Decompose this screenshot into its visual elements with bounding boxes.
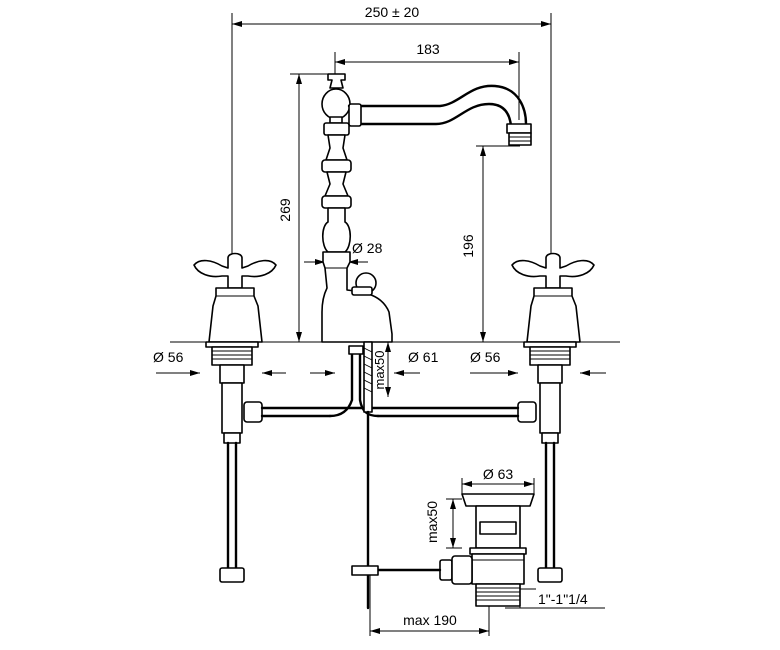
left-valve-body [205,341,259,583]
mixer-height-label: 269 [277,198,293,222]
dimension-labels: 250 ± 20 183 269 196 Ø 28 Ø 56 Ø 61 Ø 56… [153,4,588,628]
waste-diameter-label: Ø 63 [483,466,514,482]
total-width-label: 250 ± 20 [365,4,420,20]
body-base-label: Ø 61 [408,349,439,365]
spout-reach-label: 183 [416,41,440,57]
handle-base-right-label: Ø 56 [470,349,501,365]
deck-thickness-mixer-label: max50 [372,350,387,389]
right-cross-handle [511,252,595,343]
pop-up-waste [351,493,535,607]
right-valve-body [523,341,577,583]
spout-height-label: 196 [460,234,476,258]
mixer-body [321,73,532,343]
deck-thickness-waste-label: max50 [424,501,440,543]
waste-thread-label: 1"-1"1/4 [538,591,588,607]
rod-reach-label: max 190 [403,612,457,628]
lever-diameter-label: Ø 28 [352,240,383,256]
left-cross-handle [193,252,277,343]
handle-base-left-label: Ø 56 [153,349,184,365]
connecting-pipe [243,341,537,610]
